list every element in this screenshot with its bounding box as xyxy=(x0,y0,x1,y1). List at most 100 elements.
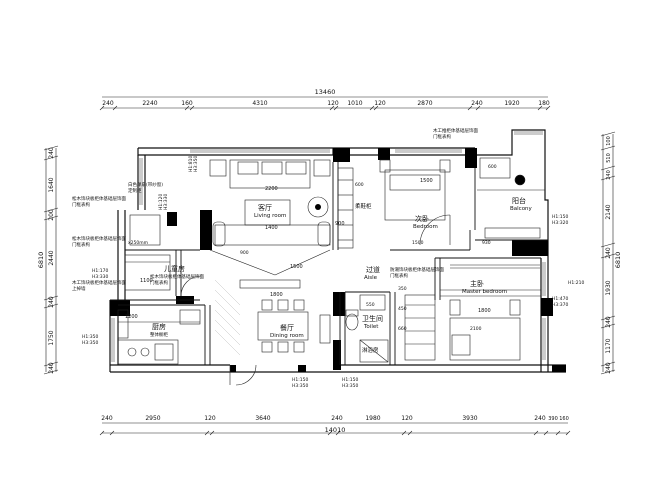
left-seg-6: 1750 xyxy=(48,330,55,345)
kitchen-fixtures xyxy=(117,309,201,365)
toilet-fixtures xyxy=(345,294,389,363)
sofa-depth-dim: 900 xyxy=(335,221,345,227)
dimension-tick xyxy=(467,105,473,111)
left-total-dimension: 6810 xyxy=(37,252,45,269)
kids-room-furniture xyxy=(124,214,202,297)
dimension-tick xyxy=(600,242,616,248)
dim-930: 930 xyxy=(482,240,491,246)
dim-350: 350 xyxy=(398,286,407,292)
dimension-tick xyxy=(43,207,59,213)
kitchen-label-zh: 厨房 xyxy=(152,322,166,331)
dimension-tick xyxy=(533,430,539,436)
top-seg-11: 180 xyxy=(538,100,550,107)
dimension-tick xyxy=(43,215,59,221)
dining-furniture xyxy=(229,279,331,386)
dimension-tick xyxy=(555,430,561,436)
kitchen-note: 整体橱柜 xyxy=(150,331,168,338)
master-bedroom-label-zh: 主卧 xyxy=(470,279,484,288)
height-labels: H1:810 H3:350 H1:120 H3:330 H1:150 H3:32… xyxy=(82,156,584,389)
height-1b: H3:350 xyxy=(193,156,199,172)
dimension-tick xyxy=(600,165,616,171)
top-dimension xyxy=(99,96,551,111)
second-bedroom-furniture xyxy=(379,159,451,246)
dim-wardrobe: 600 xyxy=(355,182,364,188)
kids-note2: 门框表构 xyxy=(150,279,168,286)
dimension-tick xyxy=(184,105,190,111)
right-seg-9: 240 xyxy=(605,362,612,374)
bottom-seg-4: 3640 xyxy=(255,415,270,422)
height-3: H1:150 xyxy=(552,214,568,220)
kids-room-label-zh: 儿童房 xyxy=(164,264,185,273)
dimension-tick xyxy=(329,105,335,111)
height-5b: H3:370 xyxy=(552,302,568,308)
aisle-note2: 门框表构 xyxy=(390,272,408,279)
right-segment-labels: 100 510 240 2140 240 1930 240 1170 240 xyxy=(605,136,612,374)
toilet-label-zh: 卫生间 xyxy=(362,314,383,323)
kids-note: 松木饰块板柜体基础层饰面 xyxy=(150,273,204,280)
balcony-label-en: Balcony xyxy=(510,206,533,212)
balcony-note: 木工推柜体基础层饰面 xyxy=(433,127,478,134)
structural-columns xyxy=(110,148,566,372)
bottom-segment-labels: 240 2950 120 3640 240 1980 120 3930 240 … xyxy=(101,415,569,422)
dimension-tick xyxy=(407,430,413,436)
bottom-seg-6: 1980 xyxy=(365,415,380,422)
left-note-4: 木工饰块板柜体基础层饰面 xyxy=(72,279,126,286)
top-seg-1: 240 xyxy=(102,100,114,107)
dimension-tick xyxy=(600,369,616,375)
floor-hatch xyxy=(214,279,241,356)
right-seg-4: 2140 xyxy=(605,204,612,219)
bottom-dimension xyxy=(99,422,571,436)
dimension-tick xyxy=(600,145,616,151)
dimension-tick xyxy=(99,430,105,436)
aisle-note: 防潮饰块板柜体基础层饰面 xyxy=(390,266,444,273)
dimension-tick xyxy=(109,430,115,436)
dimension-tick xyxy=(600,253,616,259)
right-dimension xyxy=(600,131,616,375)
dining-room-label-zh: 餐厅 xyxy=(280,323,294,332)
dimension-tick xyxy=(99,105,105,111)
top-seg-3: 160 xyxy=(181,100,193,107)
left-seg-5: 240 xyxy=(48,296,55,308)
bottom-seg-8: 3930 xyxy=(462,415,477,422)
height-7b: H3:350 xyxy=(82,340,98,346)
left-annotations: 白色单扇(带纱窗) 定制柜 松木饰块板柜体基础层饰面 门框表构 松木饰块板柜体基… xyxy=(72,181,163,292)
bottom-seg-9: 240 xyxy=(534,415,546,422)
right-seg-8: 1170 xyxy=(605,338,612,353)
sofa-width-dim: 1400 xyxy=(265,225,278,231)
dim-660: 660 xyxy=(398,326,407,332)
right-seg-1: 100 xyxy=(606,136,612,146)
left-note-1: 白色单扇(带纱窗) xyxy=(128,181,163,188)
kids-dim-250: x250mm xyxy=(128,240,148,246)
height-4: H1:210 xyxy=(568,280,584,286)
left-segment-labels: 240 1640 200 2440 240 1750 240 xyxy=(48,147,55,374)
height-7: H1:350 xyxy=(82,334,98,340)
windows xyxy=(111,131,546,362)
wardrobe xyxy=(337,167,354,249)
right-seg-7: 240 xyxy=(605,316,612,328)
height-9b: H3:350 xyxy=(342,383,358,389)
dimension-tick xyxy=(600,315,616,321)
kids-width-dim: 1100 xyxy=(140,278,153,284)
left-seg-1: 240 xyxy=(48,147,55,159)
wardrobe-label: 柔鞋柜 xyxy=(355,202,372,210)
dining-width-dim: 1800 xyxy=(270,292,283,298)
top-seg-8: 2870 xyxy=(417,100,432,107)
second-bedroom-label-zh: 次卧 xyxy=(415,214,429,223)
dimension-tick xyxy=(369,105,375,111)
dimension-tick xyxy=(112,105,118,111)
left-seg-2: 1640 xyxy=(48,177,55,192)
second-bedroom-label-en: Bedroom xyxy=(413,224,438,230)
dimension-tick xyxy=(600,175,616,181)
balcony-label-zh: 阳台 xyxy=(512,196,526,205)
dim-2100: 2100 xyxy=(470,326,482,332)
right-seg-3: 240 xyxy=(606,170,612,180)
height-8: H1:150 xyxy=(292,377,308,383)
left-note-3: 松木饰块板柜体基础层饰面 xyxy=(72,235,126,242)
dim-900: 900 xyxy=(240,250,249,256)
top-seg-4: 4310 xyxy=(252,100,267,107)
dimension-tick xyxy=(43,361,59,367)
height-8b: H3:350 xyxy=(292,383,308,389)
dimension-tick xyxy=(537,105,543,111)
dimension-tick xyxy=(43,145,59,151)
